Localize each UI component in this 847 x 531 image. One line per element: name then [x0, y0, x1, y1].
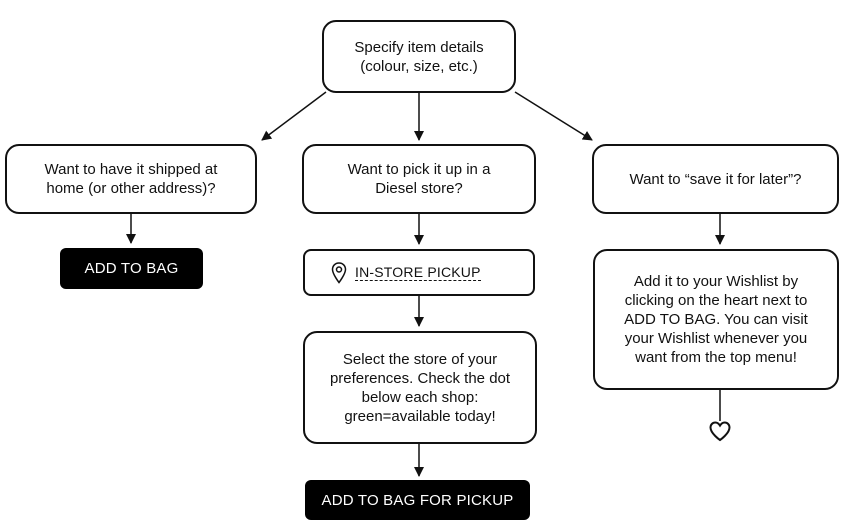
ship-home-node: Want to have it shipped at home (or othe… — [5, 144, 257, 214]
location-pin-icon — [331, 261, 347, 284]
add-to-bag-for-pickup-button[interactable]: ADD TO BAG FOR PICKUP — [305, 480, 530, 520]
add-to-bag-label: ADD TO BAG — [84, 260, 179, 277]
save-later-node-text: Want to “save it for later”? — [629, 170, 802, 188]
arrow-start-to-ship — [261, 91, 327, 141]
save-later-node: Want to “save it for later”? — [592, 144, 839, 214]
add-to-bag-button[interactable]: ADD TO BAG — [60, 248, 203, 289]
store-pickup-node-text: Want to pick it up in a Diesel store? — [347, 161, 491, 197]
select-store-node-text: Select the store of your preferences. Ch… — [329, 350, 511, 425]
heart-icon[interactable] — [708, 419, 732, 443]
start-node-text: Specify item details (colour, size, etc.… — [354, 38, 484, 75]
store-pickup-node: Want to pick it up in a Diesel store? — [302, 144, 536, 214]
add-to-bag-for-pickup-label: ADD TO BAG FOR PICKUP — [321, 491, 514, 509]
wishlist-info-node: Add it to your Wishlist by clicking on t… — [593, 249, 839, 390]
in-store-pickup-button[interactable]: IN-STORE PICKUP — [303, 249, 535, 296]
arrow-start-to-save — [514, 91, 593, 141]
wishlist-info-node-text: Add it to your Wishlist by clicking on t… — [624, 273, 808, 366]
in-store-pickup-label: IN-STORE PICKUP — [355, 264, 481, 281]
select-store-node: Select the store of your preferences. Ch… — [303, 331, 537, 444]
ship-home-node-text: Want to have it shipped at home (or othe… — [44, 161, 218, 197]
start-node: Specify item details (colour, size, etc.… — [322, 20, 516, 93]
